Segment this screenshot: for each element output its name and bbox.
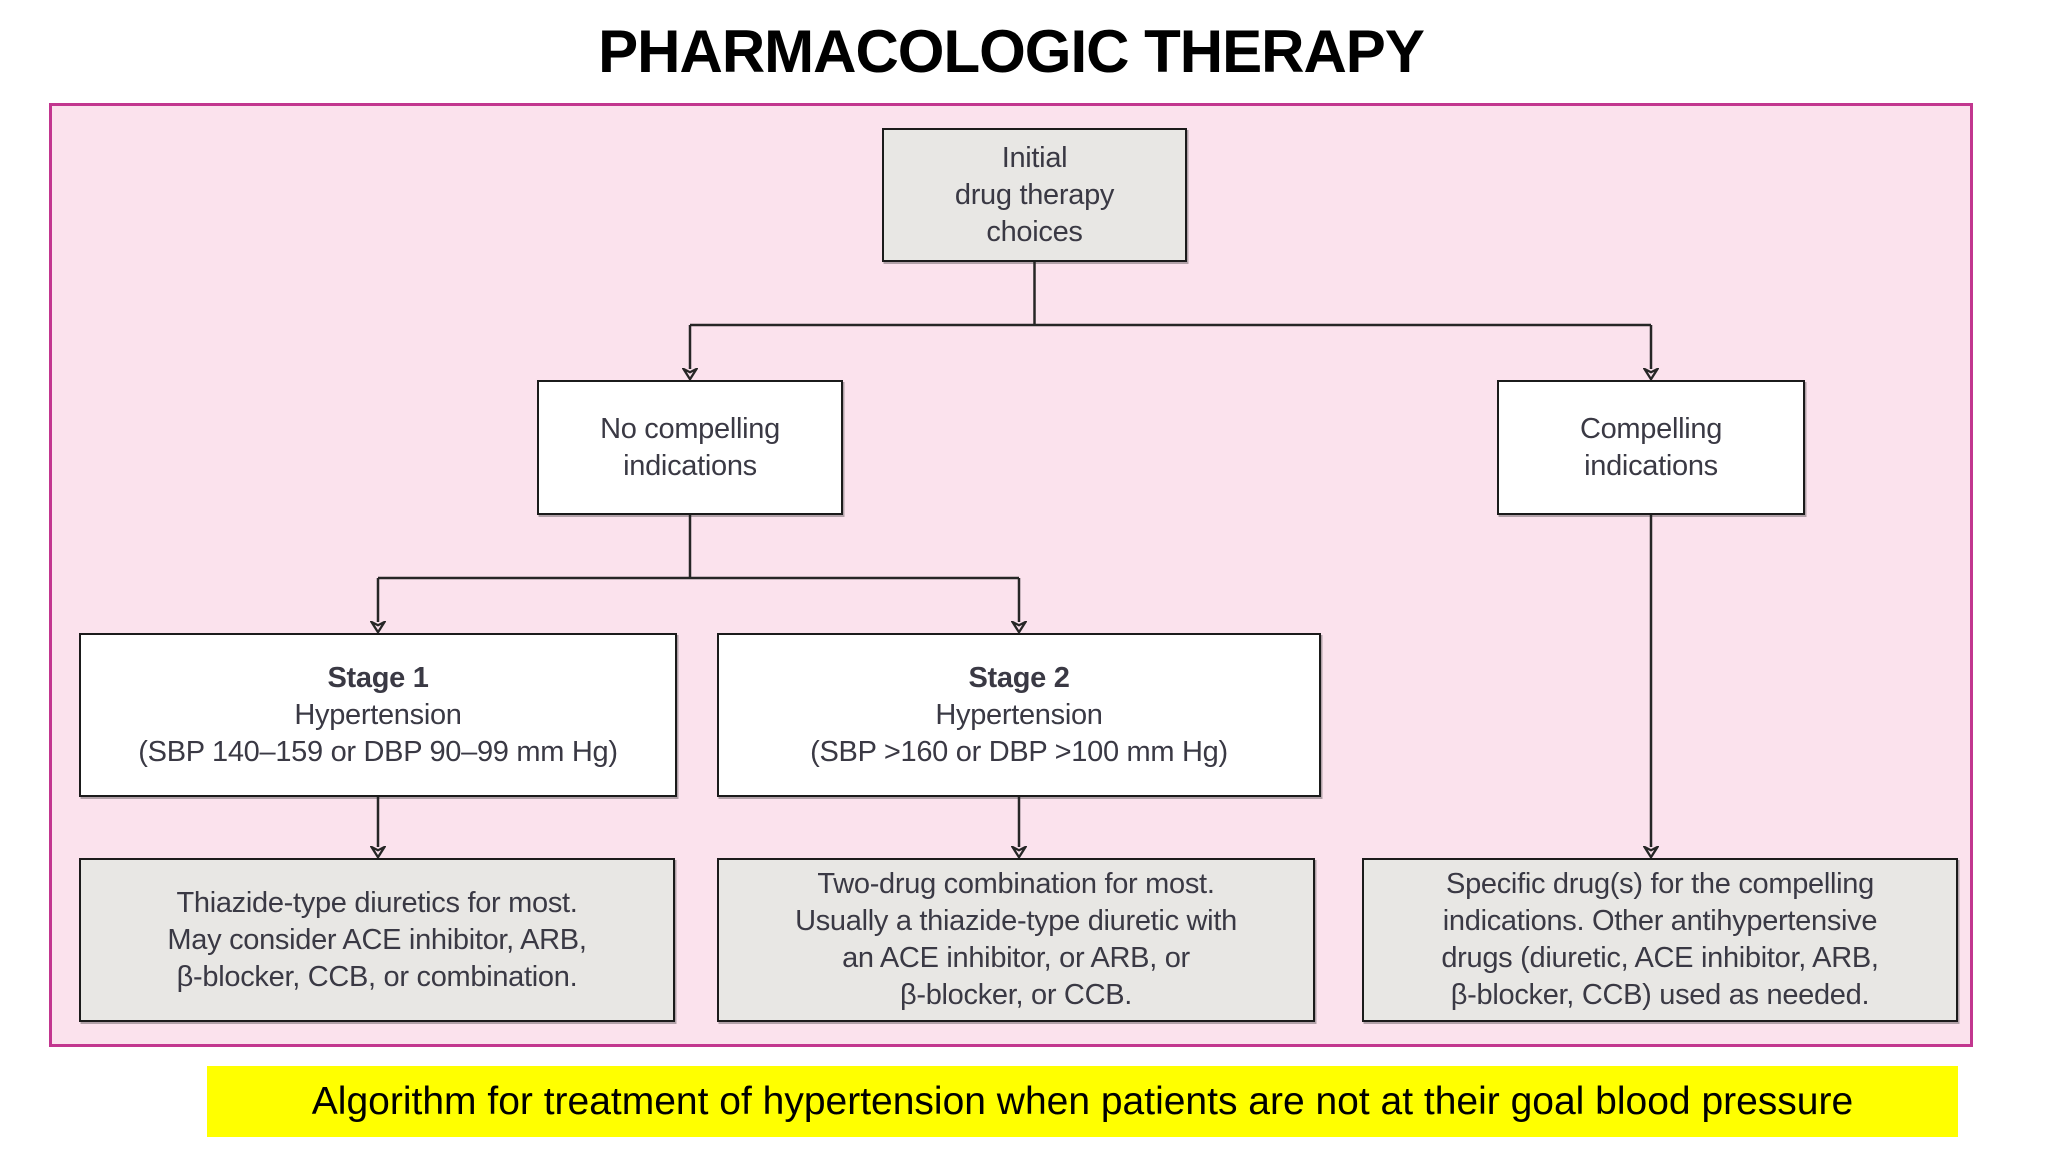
caption-text: Algorithm for treatment of hypertension … xyxy=(311,1079,1854,1123)
node-outcome-two-drug-combination: Two-drug combination for most. Usually a… xyxy=(717,858,1315,1022)
node-stage2-hypertension: Stage 2 Hypertension (SBP >160 or DBP >1… xyxy=(717,633,1321,797)
node-line: choices xyxy=(986,215,1083,248)
node-line: Specific drug(s) for the compelling xyxy=(1446,868,1874,900)
node-line: β-blocker, or CCB. xyxy=(899,979,1133,1011)
node-line: Hypertension xyxy=(294,698,462,731)
node-line: (SBP >160 or DBP >100 mm Hg) xyxy=(810,735,1228,768)
connector-svg xyxy=(52,262,1970,1044)
node-line: (SBP 140–159 or DBP 90–99 mm Hg) xyxy=(138,735,618,768)
node-line: drugs (diuretic, ACE inhibitor, ARB, xyxy=(1441,942,1879,974)
node-line: Initial xyxy=(1001,141,1068,174)
node-line: β-blocker, CCB) used as needed. xyxy=(1450,979,1870,1011)
node-line: indications xyxy=(623,449,757,482)
node-line: May consider ACE inhibitor, ARB, xyxy=(167,923,587,956)
node-heading: Stage 1 xyxy=(327,661,429,694)
diagram-panel: Initial drug therapy choices No compelli… xyxy=(49,103,1973,1047)
page-title: PHARMACOLOGIC THERAPY xyxy=(598,18,1425,85)
node-line: drug therapy xyxy=(954,178,1115,211)
node-line: Two-drug combination for most. xyxy=(817,868,1215,900)
caption-bar: Algorithm for treatment of hypertension … xyxy=(207,1066,1958,1137)
node-compelling-indications: Compelling indications xyxy=(1497,380,1805,515)
node-heading: Stage 2 xyxy=(968,661,1070,694)
node-line: indications xyxy=(1584,449,1718,482)
node-no-compelling-indications: No compelling indications xyxy=(537,380,843,515)
node-line: Hypertension xyxy=(935,698,1103,731)
node-line: No compelling xyxy=(600,412,780,445)
node-line: Compelling xyxy=(1579,412,1723,445)
node-initial-drug-therapy: Initial drug therapy choices xyxy=(882,128,1187,262)
node-line: indications. Other antihypertensive xyxy=(1442,905,1878,937)
node-stage1-hypertension: Stage 1 Hypertension (SBP 140–159 or DBP… xyxy=(79,633,677,797)
node-outcome-specific-drugs: Specific drug(s) for the compelling indi… xyxy=(1362,858,1958,1022)
node-line: an ACE inhibitor, or ARB, or xyxy=(842,942,1190,974)
node-line: Usually a thiazide-type diuretic with xyxy=(795,905,1237,937)
node-line: β-blocker, CCB, or combination. xyxy=(176,960,578,993)
node-outcome-thiazide-diuretics: Thiazide-type diuretics for most. May co… xyxy=(79,858,675,1022)
node-line: Thiazide-type diuretics for most. xyxy=(176,886,578,919)
